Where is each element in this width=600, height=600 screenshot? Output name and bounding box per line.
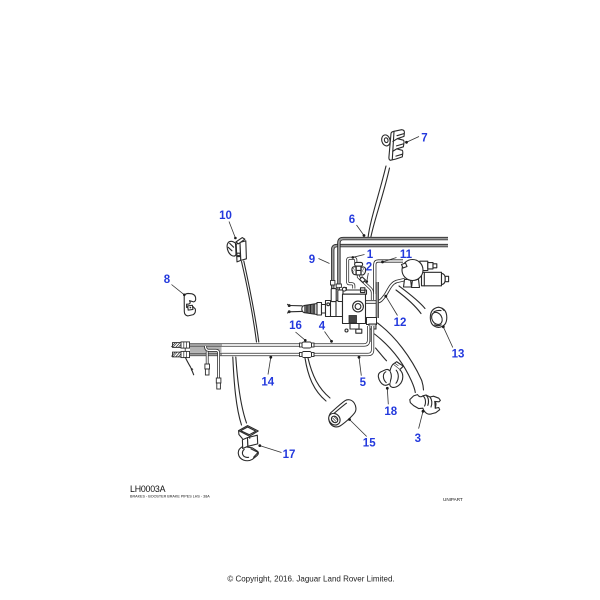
svg-text:17: 17 bbox=[283, 449, 296, 461]
svg-text:1: 1 bbox=[367, 249, 374, 261]
svg-text:11: 11 bbox=[400, 249, 413, 261]
svg-text:13: 13 bbox=[452, 349, 465, 361]
svg-text:8: 8 bbox=[164, 274, 171, 286]
svg-text:10: 10 bbox=[219, 210, 232, 222]
svg-text:18: 18 bbox=[384, 406, 397, 418]
svg-text:© Copyright, 2016. Jaguar Land: © Copyright, 2016. Jaguar Land Rover Lim… bbox=[227, 575, 394, 584]
svg-text:LH0003A: LH0003A bbox=[130, 484, 166, 494]
svg-text:4: 4 bbox=[319, 321, 326, 333]
svg-text:12: 12 bbox=[394, 317, 407, 329]
svg-text:7: 7 bbox=[421, 133, 427, 145]
svg-text:6: 6 bbox=[349, 214, 355, 226]
svg-text:15: 15 bbox=[363, 438, 376, 450]
svg-text:3: 3 bbox=[415, 433, 421, 445]
svg-text:UNIPART: UNIPART bbox=[443, 497, 463, 502]
svg-text:BRAKES - BOOSTER BRAKE PIPES L: BRAKES - BOOSTER BRAKE PIPES LHS - 38A bbox=[130, 495, 210, 499]
svg-text:9: 9 bbox=[309, 254, 315, 266]
svg-text:5: 5 bbox=[360, 377, 367, 389]
svg-text:14: 14 bbox=[261, 377, 274, 389]
svg-text:16: 16 bbox=[289, 320, 302, 332]
svg-text:2: 2 bbox=[366, 262, 372, 274]
